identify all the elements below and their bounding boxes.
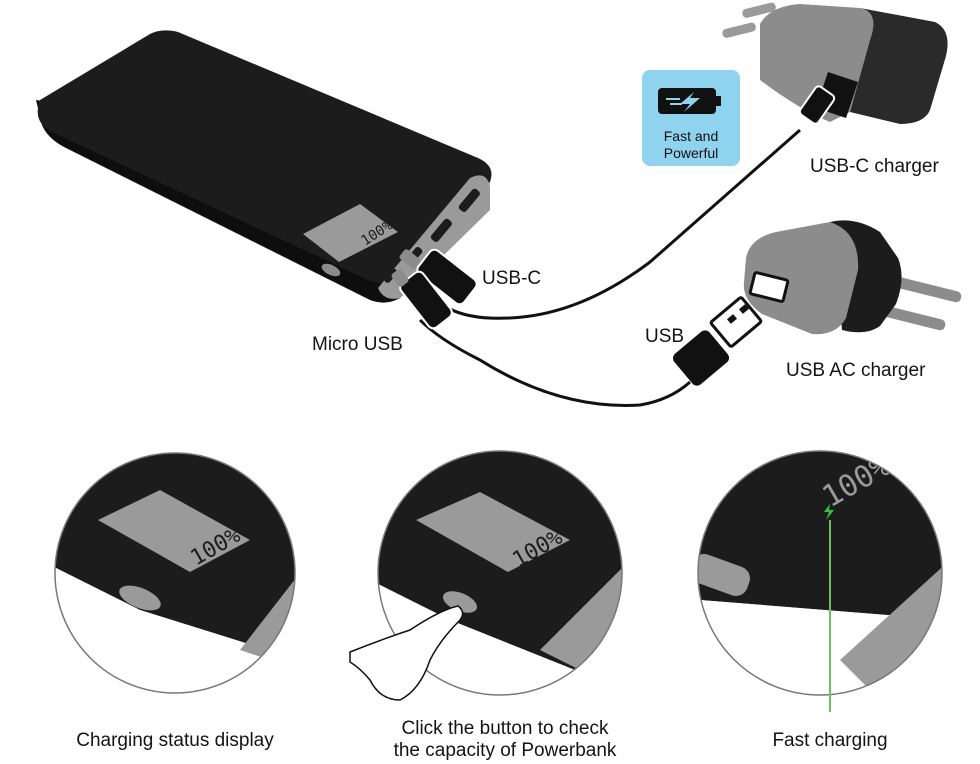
powerbank: 100% <box>36 30 492 303</box>
usb-c-plug <box>399 248 478 306</box>
usb-a-plug <box>672 296 763 386</box>
usb-c-label: USB-C <box>482 268 542 289</box>
micro-usb-plug <box>391 269 453 330</box>
usb-c-cable <box>447 128 801 320</box>
fast-powerful-badge <box>642 70 740 166</box>
badge-line-2: Powerful <box>663 145 719 161</box>
fast-charge-indicator <box>824 504 834 520</box>
button-detail <box>119 585 161 611</box>
battery-lightning-icon <box>658 88 721 114</box>
detail-fast-charging: 100% <box>697 450 943 712</box>
usb-cable <box>418 318 692 407</box>
caption-line-1: Click the button to check <box>401 718 609 739</box>
caption-fast-charging: Fast charging <box>772 730 888 751</box>
lcd-window <box>303 204 398 262</box>
micro-usb-label: Micro USB <box>312 334 403 355</box>
usb-ac-charger <box>743 220 962 335</box>
usb-c-charger-label: USB-C charger <box>810 156 939 177</box>
usb-c-charger <box>722 2 948 125</box>
badge-line-1: Fast and <box>663 128 719 144</box>
caption-charging-status: Charging status display <box>76 730 274 751</box>
usb-ac-charger-label: USB AC charger <box>786 360 926 381</box>
usb-label: USB <box>645 326 685 347</box>
detail-check-capacity: 100% <box>349 450 623 701</box>
usb-port <box>748 271 790 303</box>
finger-icon <box>349 605 464 701</box>
power-button[interactable] <box>320 261 342 279</box>
badge-text: Fast and Powerful <box>642 128 740 162</box>
caption-check-capacity: Click the button to check the capacity o… <box>360 718 650 762</box>
caption-line-2: the capacity of Powerbank <box>393 740 617 761</box>
detail-charging-status: 100% <box>54 452 296 694</box>
